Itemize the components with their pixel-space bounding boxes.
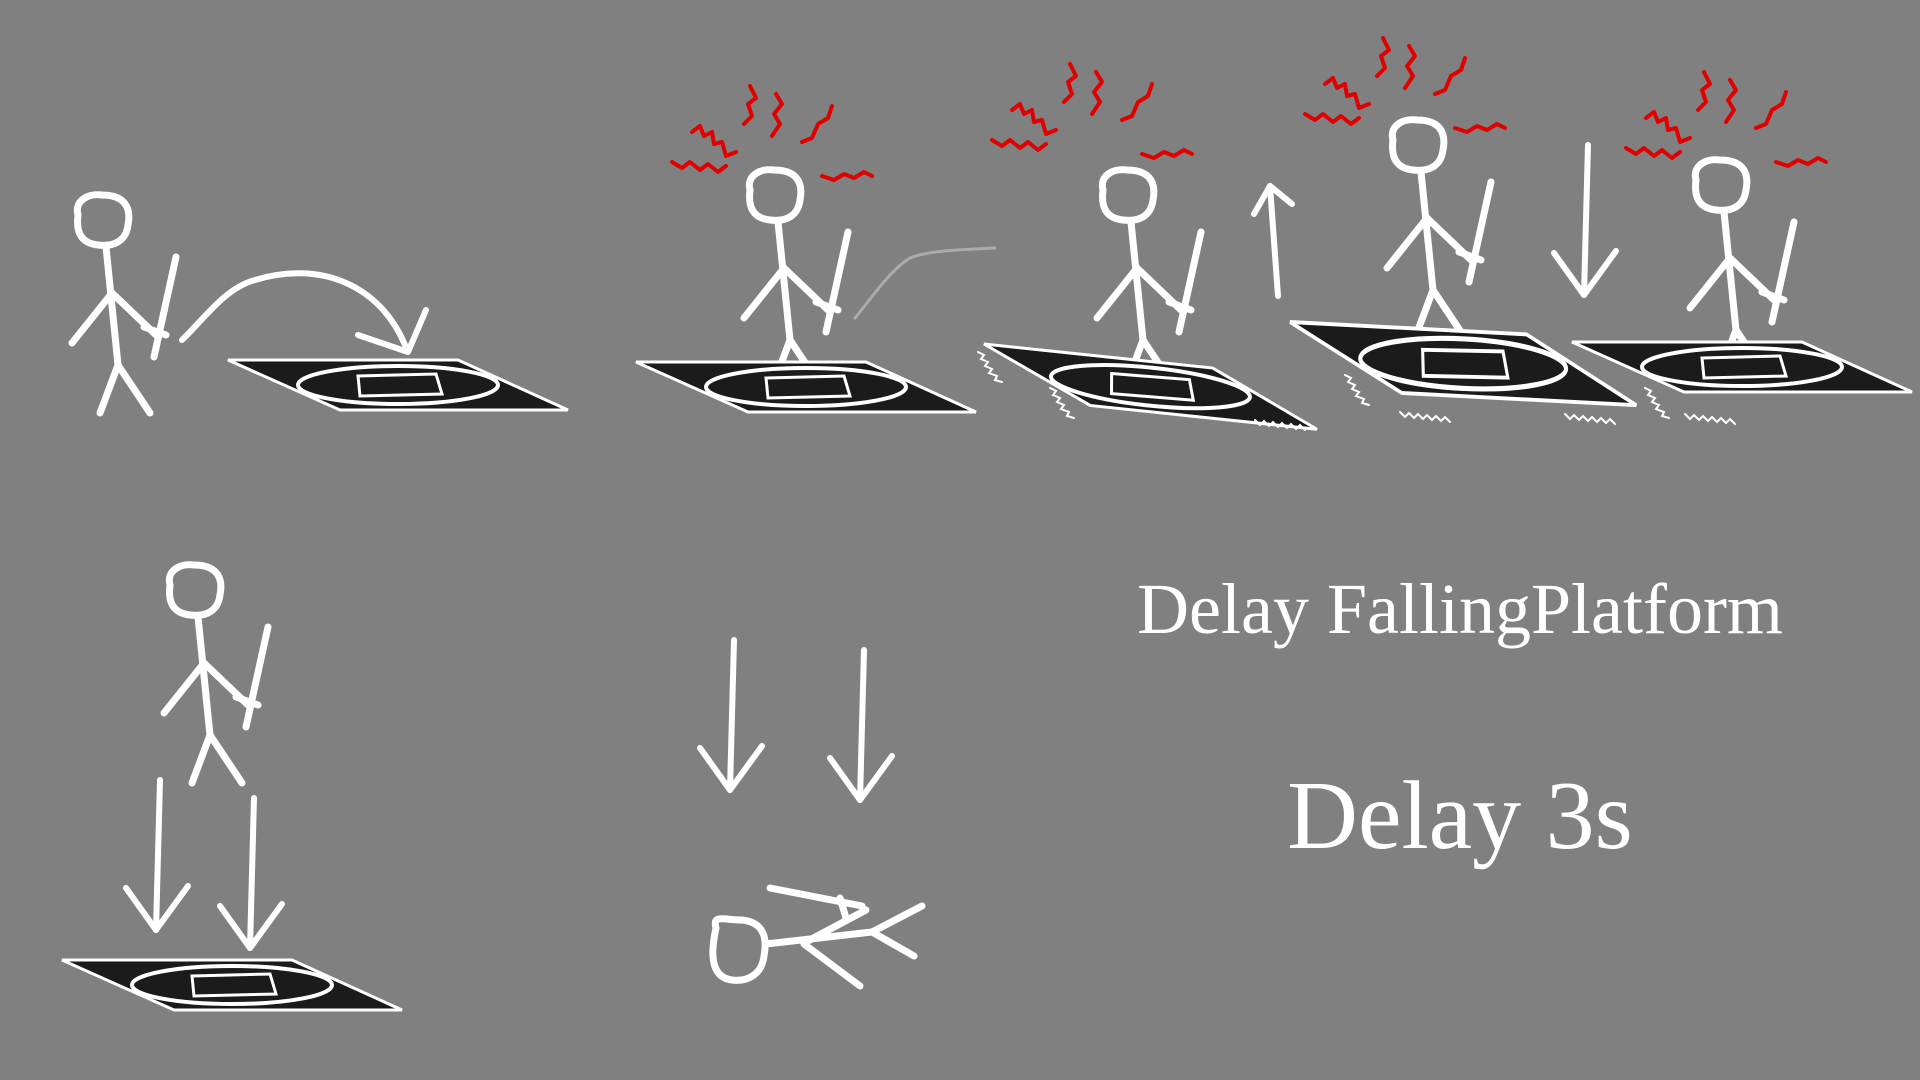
diagram-title: Delay FallingPlatform bbox=[1137, 569, 1783, 649]
falling-platform bbox=[1570, 340, 1914, 394]
down-arrow bbox=[1554, 145, 1616, 295]
panel-shake-up bbox=[976, 62, 1325, 432]
shake-grit bbox=[1684, 413, 1736, 425]
falling-platform bbox=[60, 958, 404, 1012]
delay-label: Delay 3s bbox=[1287, 762, 1633, 870]
falling-platform bbox=[226, 358, 570, 412]
down-arrow bbox=[830, 650, 892, 800]
stick-figure bbox=[164, 565, 268, 783]
jump-arc-arrowhead bbox=[355, 307, 429, 355]
shake-marks bbox=[990, 62, 1194, 160]
panel-shake-down bbox=[1570, 70, 1914, 425]
stick-figure bbox=[1387, 120, 1491, 338]
fallen-stick-figure bbox=[709, 884, 926, 990]
down-arrow bbox=[220, 798, 282, 948]
falling-platform bbox=[634, 360, 978, 414]
down-arrow bbox=[126, 780, 188, 930]
falling-platform bbox=[1287, 322, 1640, 405]
panel-platform-falls bbox=[60, 565, 404, 1012]
shake-grit bbox=[1564, 413, 1616, 425]
shake-grit bbox=[977, 351, 1003, 383]
stick-figure bbox=[72, 195, 176, 413]
stick-figure bbox=[1097, 170, 1201, 388]
panel-shake-high bbox=[1287, 36, 1640, 425]
up-arrow bbox=[1251, 183, 1295, 299]
panel-land-shake bbox=[634, 84, 997, 414]
shake-grit bbox=[1644, 387, 1670, 419]
shake-marks bbox=[670, 84, 874, 182]
panel-jump bbox=[72, 195, 570, 413]
stick-figure bbox=[744, 170, 848, 388]
down-arrow bbox=[700, 640, 762, 790]
shake-grit bbox=[1344, 374, 1370, 406]
jump-arc-arrow bbox=[179, 270, 408, 348]
panel-figure-fell bbox=[700, 640, 926, 990]
shake-marks bbox=[1624, 70, 1828, 168]
shake-grit bbox=[1399, 411, 1451, 423]
motion-trail bbox=[853, 246, 997, 320]
